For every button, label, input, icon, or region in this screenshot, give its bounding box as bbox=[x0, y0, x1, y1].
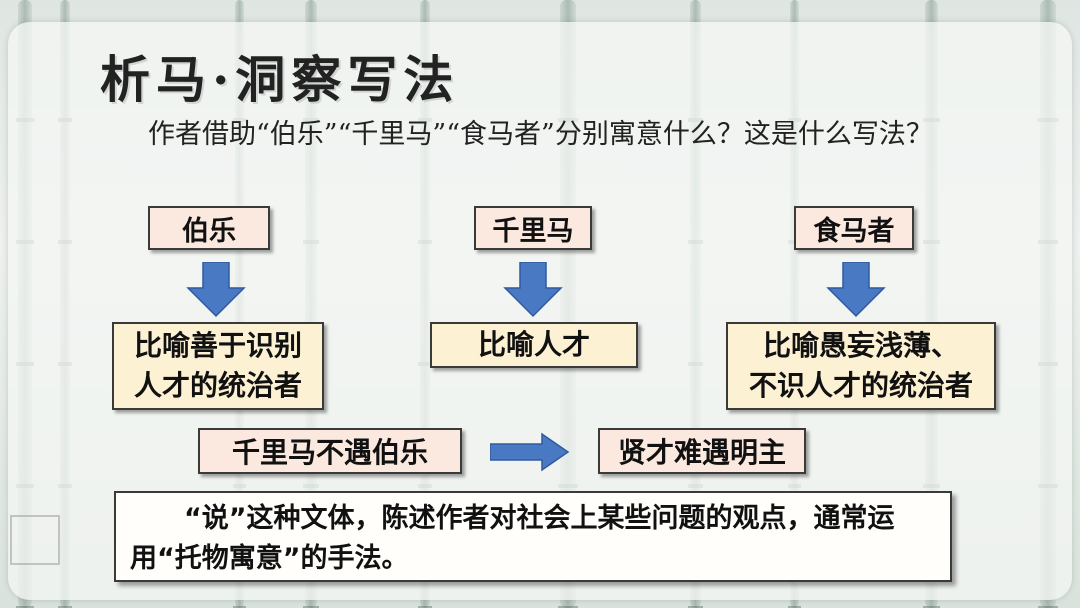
meaning-line: 人才的统治者 bbox=[133, 369, 302, 402]
arrow-down-icon bbox=[503, 262, 563, 318]
meaning-box-bole: 比喻善于识别 人才的统治者 bbox=[112, 322, 324, 410]
term-box-bole: 伯乐 bbox=[148, 206, 270, 250]
relation-right-box: 贤才难遇明主 bbox=[598, 428, 806, 474]
arrow-down-icon bbox=[186, 262, 246, 318]
term-box-shimazhe: 食马者 bbox=[794, 206, 914, 250]
arrow-down-icon bbox=[826, 262, 886, 318]
meaning-line: 比喻人才 bbox=[477, 328, 590, 361]
meaning-box-qianlima: 比喻人才 bbox=[430, 322, 638, 368]
meaning-line: 比喻善于识别 bbox=[133, 329, 302, 362]
meaning-line: 比喻愚妄浅薄、 bbox=[762, 329, 959, 362]
question-text: 作者借助“伯乐”“千里马”“食马者”分别寓意什么？这是什么写法？ bbox=[148, 119, 933, 150]
page-title: 析马·洞察写法 bbox=[100, 50, 460, 109]
meaning-line: 不识人才的统治者 bbox=[748, 369, 973, 402]
meaning-box-shimazhe: 比喻愚妄浅薄、 不识人才的统治者 bbox=[726, 322, 996, 410]
arrow-right-icon bbox=[490, 432, 570, 472]
conclusion-box: “说”这种文体，陈述作者对社会上某些问题的观点，通常运用“托物寓意”的手法。 bbox=[114, 491, 952, 582]
seal-stamp-icon bbox=[10, 515, 60, 565]
relation-left-box: 千里马不遇伯乐 bbox=[198, 428, 462, 474]
term-box-qianlima: 千里马 bbox=[474, 206, 592, 250]
